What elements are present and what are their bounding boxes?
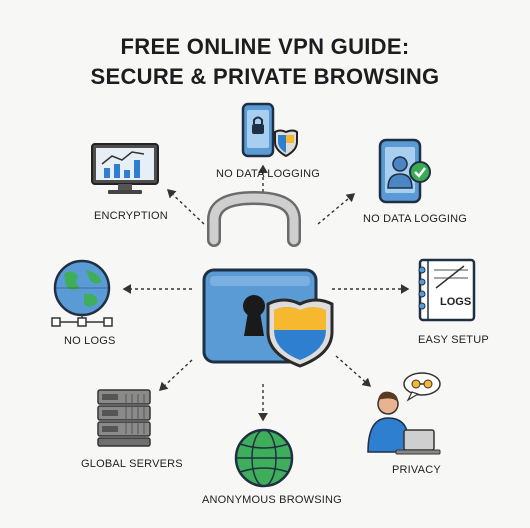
node-bottom	[234, 428, 294, 488]
label-bottom: ANONYMOUS BROWSING	[202, 494, 342, 506]
globe-network-icon	[51, 259, 113, 327]
node-top-left	[90, 142, 162, 198]
monitor-chart-icon	[91, 143, 159, 194]
arrow-bottom-right	[335, 355, 372, 387]
node-right: LOGS	[414, 258, 478, 324]
globe-icon	[234, 428, 294, 488]
page-title-line1: FREE ONLINE VPN GUIDE:	[120, 34, 410, 59]
label-right: EASY SETUP	[418, 334, 489, 346]
arrow-bottom-left	[158, 359, 193, 391]
node-bottom-left	[96, 388, 152, 448]
phone-lock-shield-icon	[241, 102, 298, 158]
label-bottom-left: GLOBAL SERVERS	[81, 458, 183, 470]
logs-notebook-icon	[418, 258, 476, 322]
label-top-left: ENCRYPTION	[94, 210, 168, 222]
center-padlock	[192, 190, 342, 390]
person-laptop-icon	[367, 372, 441, 455]
arrow-top-right	[317, 193, 356, 225]
server-rack-icon	[97, 389, 151, 447]
notebook-logs-text: LOGS	[440, 296, 472, 308]
node-bottom-right	[366, 372, 446, 460]
phone-user-check-icon	[378, 138, 431, 204]
node-top	[238, 102, 298, 164]
label-left: NO LOGS	[64, 335, 116, 347]
label-bottom-right: PRIVACY	[392, 464, 441, 476]
page-title-line2: SECURE & PRIVATE BROWSING	[90, 64, 440, 89]
label-top: NO DATA LOGGING	[216, 168, 321, 180]
node-left	[48, 258, 114, 330]
node-top-right	[376, 136, 436, 206]
padlock-shield-icon	[202, 190, 334, 368]
arrow-top-left	[166, 189, 205, 225]
label-top-right: NO DATA LOGGING	[363, 213, 468, 225]
